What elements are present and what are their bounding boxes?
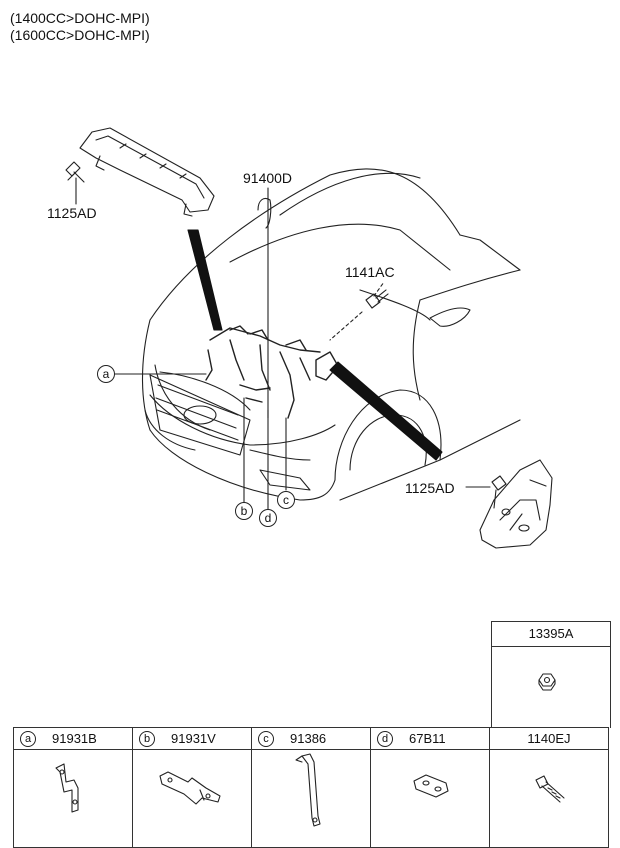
parts-letter-b: b [139,730,155,747]
parts-letter-a: a [20,730,36,747]
parts-header-d: d 67B11 [370,727,490,750]
engine-variant-line-2: (1600CC>DOHC-MPI) [10,27,150,43]
parts-header-a: a 91931B [13,727,133,750]
nut-icon [538,673,556,691]
parts-header-c: c 91386 [251,727,371,750]
bolt-top-left-part-number: 1125AD [47,205,97,221]
parts-picture-c [251,749,371,848]
engine-variant-line-1: (1400CC>DOHC-MPI) [10,10,150,26]
bolt-right-part-number: 1125AD [405,480,455,496]
relay-bracket-icon [79,127,215,217]
callout-c: c [277,491,295,509]
bolt-1125ad-right-icon [491,475,507,509]
car-outline-icon [142,168,521,501]
callout-a: a [97,365,115,383]
parts-code-a: 91931B [52,731,97,746]
parts-code-e: 1140EJ [527,731,571,746]
callout-d: d [259,509,277,527]
parts-code-c: 91386 [290,731,327,746]
parts-header-e: 1140EJ [489,727,609,750]
extra-part-code: 13395A [492,622,610,647]
parts-code-d: 67B11 [409,731,446,746]
parts-table: a 91931B b 91931V c 91386 d 67B11 1140EJ [13,727,609,848]
extra-part-box: 13395A [491,621,611,728]
wiring-harness-icon [205,325,339,419]
callout-b: b [235,502,253,520]
parts-letter-d: d [377,730,393,747]
side-bracket-icon [479,459,553,549]
parts-letter-c: c [258,730,274,747]
bolt-1141ac-icon [365,289,389,309]
parts-picture-b [132,749,252,848]
harness-part-number: 91400D [243,170,293,186]
parts-header-b: b 91931V [132,727,252,750]
parts-code-b: 91931V [171,731,216,746]
bolt-center-part-number: 1141AC [345,264,395,280]
parts-picture-e [489,749,609,848]
extra-part-picture [492,647,610,728]
bolt-1125ad-top-icon [65,161,85,183]
parts-picture-d [370,749,490,848]
parts-picture-a [13,749,133,848]
